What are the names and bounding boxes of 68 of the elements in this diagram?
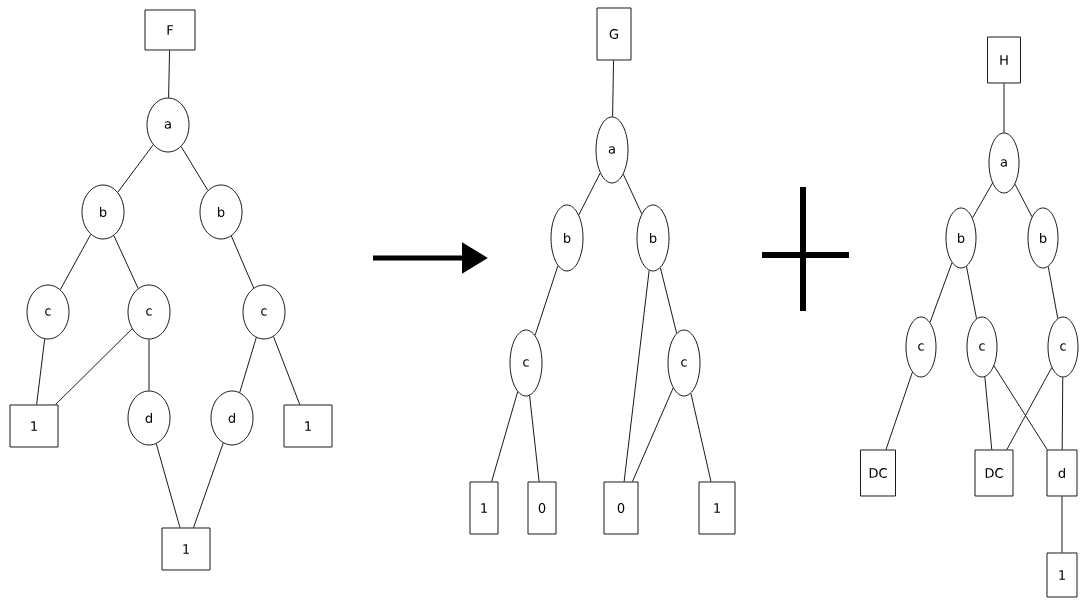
connector	[168, 50, 171, 98]
variable-node: c	[667, 329, 701, 397]
terminal-box: d	[1046, 449, 1078, 497]
connector	[1047, 266, 1059, 319]
connector	[117, 144, 154, 193]
connector	[966, 266, 977, 319]
variable-node: b	[636, 204, 670, 272]
connector	[612, 60, 614, 117]
variable-node: a	[988, 132, 1020, 194]
connector	[993, 365, 1048, 450]
connector	[491, 391, 519, 482]
variable-node: c	[509, 329, 543, 397]
connector	[113, 235, 139, 289]
variable-node: d	[210, 390, 254, 446]
terminal-box: 1	[9, 404, 59, 448]
variable-node: a	[595, 116, 629, 184]
variable-node: b	[199, 184, 243, 240]
connector	[180, 146, 209, 191]
terminal-box: 0	[527, 481, 557, 535]
connector	[193, 442, 224, 528]
connector	[55, 328, 133, 405]
connector	[929, 262, 953, 323]
connector	[578, 172, 601, 216]
connector	[239, 337, 257, 393]
connector	[59, 234, 92, 290]
terminal-box: 1	[283, 404, 333, 448]
variable-node: b	[550, 204, 584, 272]
terminal-box: 1	[469, 481, 499, 535]
variable-node: c	[966, 316, 998, 378]
connector	[1061, 496, 1063, 553]
connector	[529, 395, 540, 482]
terminal-box: DC	[974, 449, 1014, 497]
variable-node: c	[242, 284, 286, 340]
connector	[623, 270, 650, 482]
connector	[273, 336, 301, 405]
function-box: G	[596, 7, 632, 61]
terminal-box: 1	[698, 481, 736, 535]
variable-node: b	[945, 207, 977, 269]
variable-node: c	[905, 316, 937, 378]
connector	[885, 371, 913, 450]
variable-node: b	[1027, 207, 1059, 269]
connector	[1061, 377, 1064, 450]
connector	[230, 235, 255, 289]
connector	[36, 338, 46, 405]
connector	[534, 265, 559, 336]
variable-node: c	[127, 284, 171, 340]
connector	[155, 443, 181, 528]
connector	[632, 387, 674, 482]
terminal-box: 1	[161, 527, 211, 571]
terminal-box: DC	[860, 449, 896, 497]
connector	[659, 267, 678, 334]
terminal-box: 0	[603, 481, 639, 535]
variable-node: b	[81, 184, 125, 240]
function-box: F	[144, 9, 196, 51]
connector	[690, 392, 712, 482]
connector	[984, 376, 993, 450]
function-box: H	[987, 36, 1021, 84]
connector	[972, 182, 993, 219]
connector	[148, 339, 150, 391]
connector	[1006, 367, 1053, 450]
variable-node: a	[146, 97, 190, 153]
connector	[622, 173, 643, 215]
connector	[1003, 83, 1005, 133]
terminal-box: 1	[1046, 552, 1078, 598]
variable-node: d	[127, 390, 171, 446]
variable-node: c	[26, 284, 70, 340]
variable-node: c	[1047, 316, 1079, 378]
connector	[1014, 183, 1033, 218]
